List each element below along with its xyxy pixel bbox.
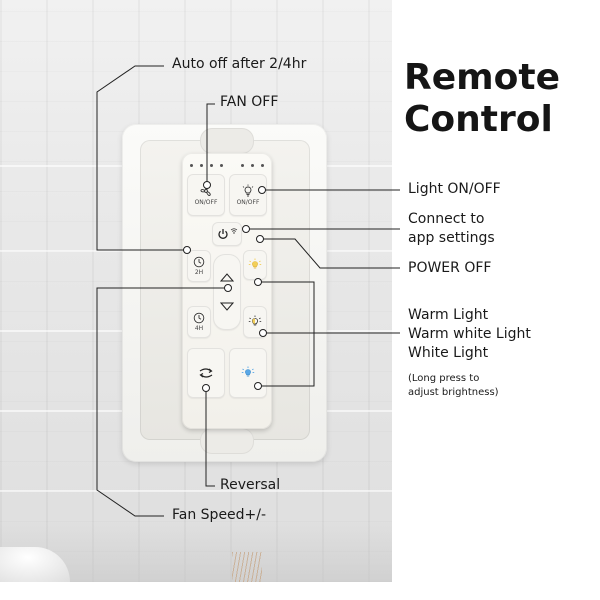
- fan-onoff-button[interactable]: ON/OFF: [187, 174, 225, 216]
- label-light-modes: Warm Light Warm white Light White Light: [408, 306, 531, 363]
- led-dot: [220, 164, 224, 167]
- indicator-leds: [190, 164, 264, 170]
- label-connect-line-1: Connect to: [408, 211, 485, 227]
- page-title: Remote Control: [404, 58, 560, 140]
- led-dot: [250, 164, 254, 167]
- title-text-1: Remote: [404, 57, 561, 98]
- label-auto-off: Auto off after 2/4hr: [172, 56, 307, 72]
- label-light-onoff: Light ON/OFF: [408, 181, 501, 197]
- led-dot: [210, 164, 214, 167]
- clock-icon: [193, 256, 205, 268]
- label-long-press: (Long press to adjust brightness): [408, 372, 499, 400]
- label-reversal: Reversal: [220, 477, 281, 493]
- led-dot: [260, 164, 264, 167]
- callout-dot-power: [256, 235, 264, 243]
- light-onoff-caption: ON/OFF: [236, 199, 260, 206]
- label-white-light: White Light: [408, 345, 489, 361]
- callout-line-reversal: [205, 388, 215, 487]
- callout-line-fan-speed: [96, 287, 228, 517]
- half-bulb-icon: [248, 315, 262, 326]
- arrow-down-icon: [220, 302, 234, 311]
- callout-line-fan-off: [206, 103, 215, 183]
- callout-dot-connect: [242, 225, 250, 233]
- title-line-1: Remote: [404, 58, 560, 98]
- callout-line-power-off: [262, 238, 400, 269]
- arrow-up-icon: [220, 273, 234, 282]
- led-dot: [200, 164, 204, 167]
- callout-dot-light-onoff: [258, 186, 266, 194]
- callout-dot-white-light: [254, 382, 262, 390]
- label-connect-line-2: app settings: [408, 230, 495, 246]
- clock-icon: [193, 312, 205, 324]
- label-connect-app: Connect to app settings: [408, 210, 495, 248]
- timer-4h-caption: 4H: [194, 325, 204, 332]
- callout-dot-warm-white: [259, 329, 267, 337]
- label-power-off: POWER OFF: [408, 260, 492, 276]
- power-button[interactable]: [212, 222, 242, 246]
- plate-tab-bottom: [200, 428, 254, 454]
- callout-dot-reversal: [202, 384, 210, 392]
- timer-4h-button[interactable]: 4H: [187, 306, 211, 338]
- reversal-icon: [199, 368, 213, 378]
- title-line-2: Control: [404, 100, 560, 140]
- label-fan-speed: Fan Speed+/-: [172, 507, 267, 523]
- title-text-2: Control: [404, 99, 553, 140]
- label-long-press-2: adjust brightness): [408, 387, 499, 398]
- callout-dot-fan-off: [203, 181, 211, 189]
- light-bulb-icon: [242, 184, 254, 197]
- light-onoff-button[interactable]: ON/OFF: [229, 174, 267, 216]
- timer-2h-button[interactable]: 2H: [187, 250, 211, 282]
- warm-light-button[interactable]: [243, 250, 267, 280]
- diffuser-reeds: [232, 552, 262, 582]
- label-warm-white-light: Warm white Light: [408, 326, 531, 342]
- fan-speed-rocker[interactable]: [213, 254, 241, 330]
- fan-onoff-caption: ON/OFF: [194, 199, 218, 206]
- timer-2h-caption: 2H: [194, 269, 204, 276]
- label-warm-light: Warm Light: [408, 307, 489, 323]
- led-dot: [190, 164, 193, 167]
- callout-dot-warm-light: [254, 278, 262, 286]
- callout-dot-auto-off: [183, 246, 191, 254]
- callout-dot-fan-speed: [224, 284, 232, 292]
- power-icon: [217, 229, 228, 239]
- label-fan-off: FAN OFF: [220, 94, 279, 110]
- wifi-icon: [230, 228, 237, 234]
- white-light-button[interactable]: [229, 348, 267, 398]
- sun-bulb-icon: [248, 258, 262, 269]
- blue-bulb-icon: [241, 366, 255, 377]
- plate-tab-top: [200, 128, 254, 154]
- label-long-press-1: (Long press to: [408, 373, 480, 384]
- callout-line-light-bracket: [258, 281, 315, 387]
- wall-tile-line: [0, 490, 392, 492]
- led-dot: [240, 164, 244, 167]
- callout-line-auto-off: [96, 65, 187, 251]
